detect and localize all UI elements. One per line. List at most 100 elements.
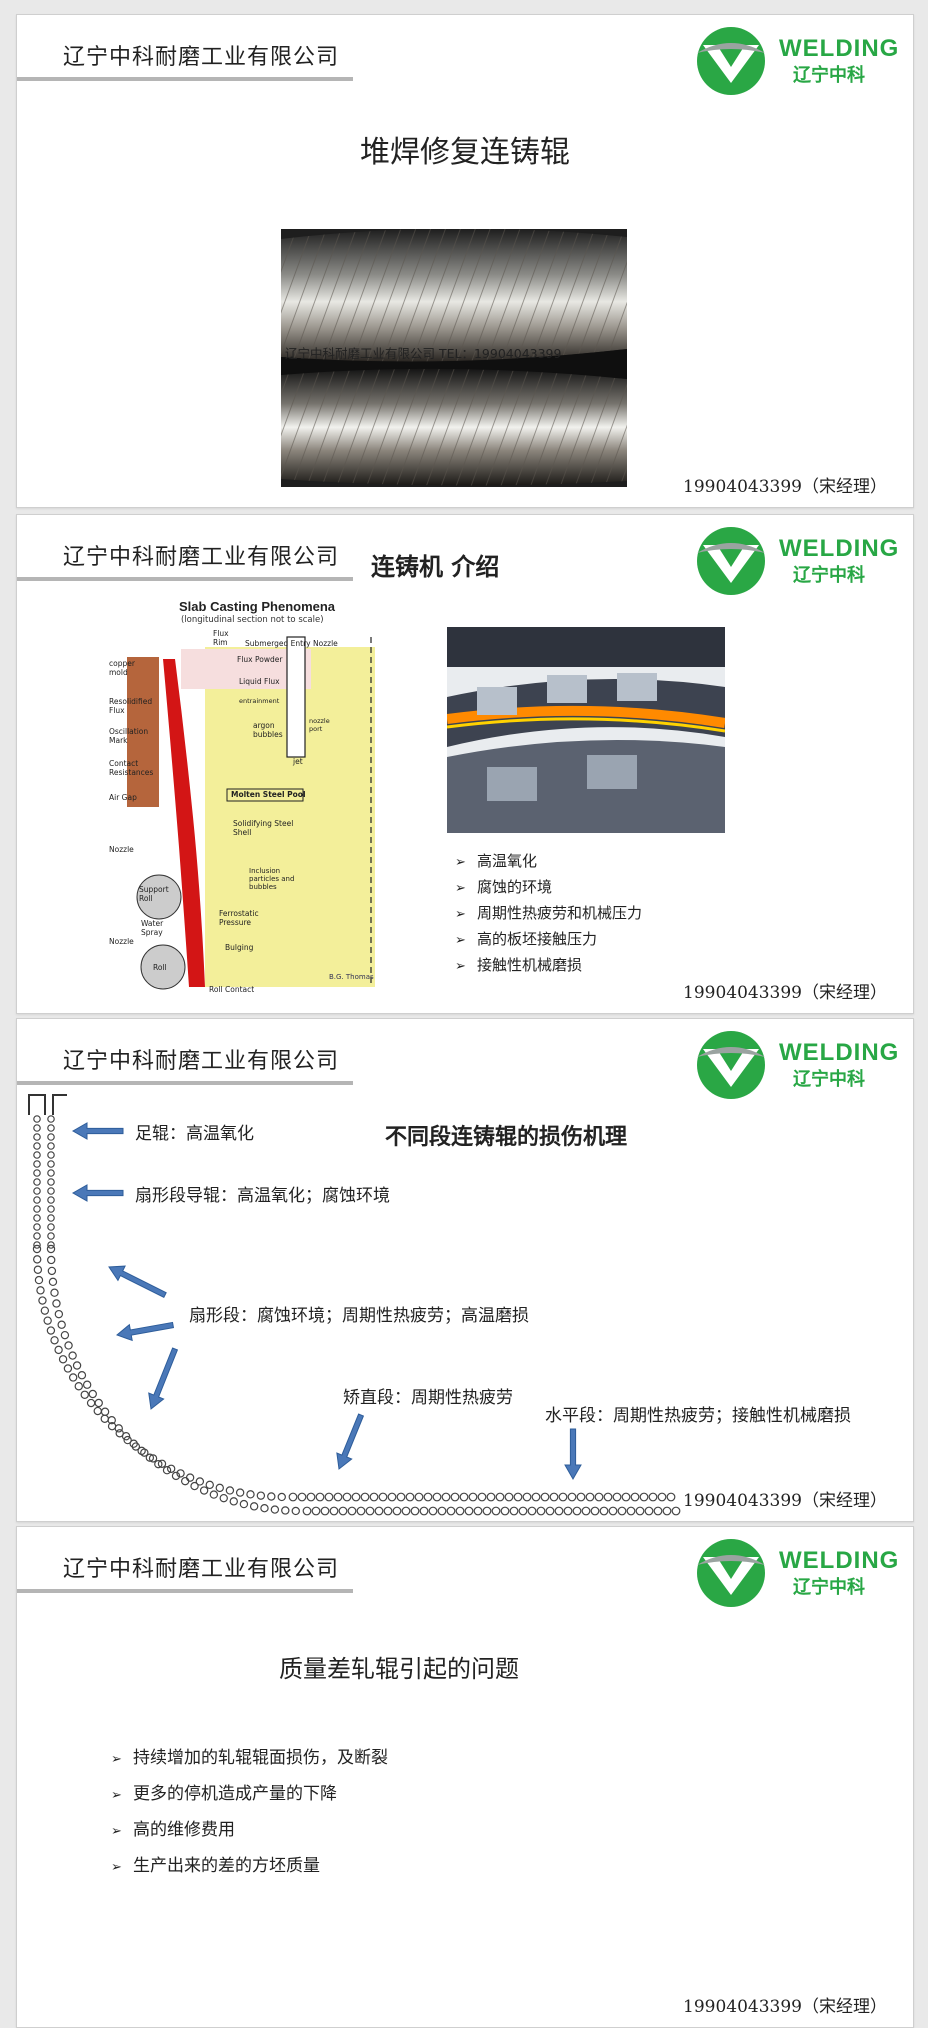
roll-circle xyxy=(34,1275,44,1285)
roll-circle xyxy=(246,1490,255,1499)
roll-circle xyxy=(47,1205,55,1213)
roll-circle xyxy=(281,1506,290,1515)
logo-word: WELDING xyxy=(779,535,900,562)
roll-circle xyxy=(33,1223,41,1231)
label-roll-contact: Roll Contact xyxy=(209,985,255,994)
slab-casting-diagram-drawing xyxy=(127,636,375,990)
roll-circle xyxy=(33,1178,41,1186)
roll-circle xyxy=(536,1506,546,1516)
roll-circle xyxy=(33,1115,41,1123)
roll-circle xyxy=(260,1503,269,1513)
roll-circle xyxy=(621,1492,631,1502)
roll-circle xyxy=(145,1453,155,1462)
roll-circle xyxy=(482,1506,492,1516)
roll-circle xyxy=(635,1506,645,1516)
roll-circle xyxy=(291,1506,300,1516)
roll-circle xyxy=(432,1492,442,1502)
problem-bullet-list: ➢持续增加的轧辊辊面损伤，及断裂 ➢更多的停机造成产量的下降 ➢高的维修费用 ➢… xyxy=(111,1741,388,1885)
roll-circle xyxy=(374,1506,384,1516)
roll-circle xyxy=(48,1277,58,1287)
roll-circle xyxy=(513,1492,523,1502)
slide-1: 辽宁中科耐磨工业有限公司 WELDING 辽宁中科 堆焊修复连铸辊 xyxy=(16,14,914,508)
roll-circle xyxy=(114,1424,123,1433)
caster-machine-photo xyxy=(447,627,725,833)
roll-circle xyxy=(585,1492,595,1502)
roll-circle xyxy=(351,1492,361,1502)
roll-circle xyxy=(342,1492,352,1502)
roll-circle xyxy=(33,1265,43,1274)
photo-watermark: 辽宁中科耐磨工业有限公司 TEL：19904043399 xyxy=(285,346,562,361)
roll-circle xyxy=(46,1326,56,1335)
header-rule xyxy=(17,77,353,81)
roll-circle xyxy=(509,1506,519,1516)
welding-logo: WELDING 辽宁中科 xyxy=(693,23,903,99)
arrow-bullet-icon: ➢ xyxy=(111,1860,122,1875)
roll-circle xyxy=(356,1506,366,1516)
roll-circle xyxy=(576,1492,586,1502)
roll-circle xyxy=(392,1506,402,1516)
logo-emblem-icon xyxy=(697,1539,765,1607)
roll-circle xyxy=(54,1345,63,1355)
roll-circle xyxy=(617,1506,627,1516)
label-ferrostatic: Ferrostatic Pressure xyxy=(219,909,259,927)
roll-circle xyxy=(47,1196,55,1204)
list-item: ➢周期性热疲劳和机械压力 xyxy=(455,901,642,927)
company-name: 辽宁中科耐磨工业有限公司 xyxy=(63,1557,340,1582)
roll-circle xyxy=(441,1492,451,1502)
diagram-credit: B.G. Thomas xyxy=(329,973,374,981)
label-foot-roll: 足辊：高温氧化 xyxy=(135,1124,254,1144)
roll-circle xyxy=(33,1196,41,1204)
roll-circle xyxy=(123,1435,132,1445)
label-roll: Roll xyxy=(153,963,167,972)
list-item: ➢高温氧化 xyxy=(455,849,642,875)
label-entry-nozzle: Submerged Entry Nozzle xyxy=(245,639,338,648)
roll-circle xyxy=(256,1491,266,1500)
roll-circle xyxy=(33,1255,42,1264)
roll-circle xyxy=(185,1473,195,1482)
roll-circle xyxy=(47,1232,55,1240)
roll-circle xyxy=(166,1464,176,1473)
roll-circle xyxy=(190,1481,199,1491)
label-oscillation-mark: Oscillation Mark xyxy=(109,727,149,745)
label-support-roll: Support Roll xyxy=(139,885,169,903)
caster-machine-image xyxy=(447,627,725,833)
roll-circle xyxy=(107,1415,116,1425)
label-water-spray: Water Spray xyxy=(141,919,164,937)
roll-circle xyxy=(365,1506,375,1516)
roll-circle xyxy=(383,1506,393,1516)
roll-circle xyxy=(419,1506,429,1516)
roll-circle xyxy=(518,1506,528,1516)
roll-circle xyxy=(270,1505,280,1514)
roller-photo: 辽宁中科耐磨工业有限公司 TEL：19904043399 xyxy=(281,229,627,487)
roll-circle xyxy=(64,1341,73,1350)
label-nozzle: Nozzle xyxy=(109,845,134,854)
roll-line-drawing xyxy=(28,1094,681,1516)
arrow-icon xyxy=(71,1184,124,1202)
logo-word: WELDING xyxy=(779,1547,900,1574)
label-resolidified-flux: Resolidified Flux xyxy=(109,697,153,715)
list-item: ➢腐蚀的环境 xyxy=(455,875,642,901)
roll-circle xyxy=(82,1380,92,1389)
roll-circle xyxy=(320,1506,330,1516)
roll-circle xyxy=(446,1506,456,1516)
roll-circle xyxy=(68,1373,78,1382)
company-name: 辽宁中科耐磨工业有限公司 xyxy=(63,545,340,570)
roll-circle xyxy=(554,1506,564,1516)
roll-circle xyxy=(329,1506,339,1516)
roll-circle xyxy=(626,1506,636,1516)
roll-circle xyxy=(599,1506,609,1516)
roll-circle xyxy=(500,1506,510,1516)
roll-circle xyxy=(80,1390,89,1399)
list-item: ➢接触性机械磨损 xyxy=(455,953,642,979)
arrow-bullet-icon: ➢ xyxy=(455,855,466,870)
roll-circle xyxy=(315,1492,325,1502)
roll-circle xyxy=(54,1309,64,1319)
contact-phone: 19904043399（宋经理） xyxy=(683,983,887,1003)
roll-circle xyxy=(545,1506,555,1516)
roll-circle xyxy=(590,1506,600,1516)
roll-circle xyxy=(648,1492,658,1502)
label-bulging: Bulging xyxy=(225,943,254,952)
roll-circle xyxy=(558,1492,568,1502)
header-rule xyxy=(17,1589,353,1593)
label-contact-resistances: Contact Resistances xyxy=(109,759,154,777)
